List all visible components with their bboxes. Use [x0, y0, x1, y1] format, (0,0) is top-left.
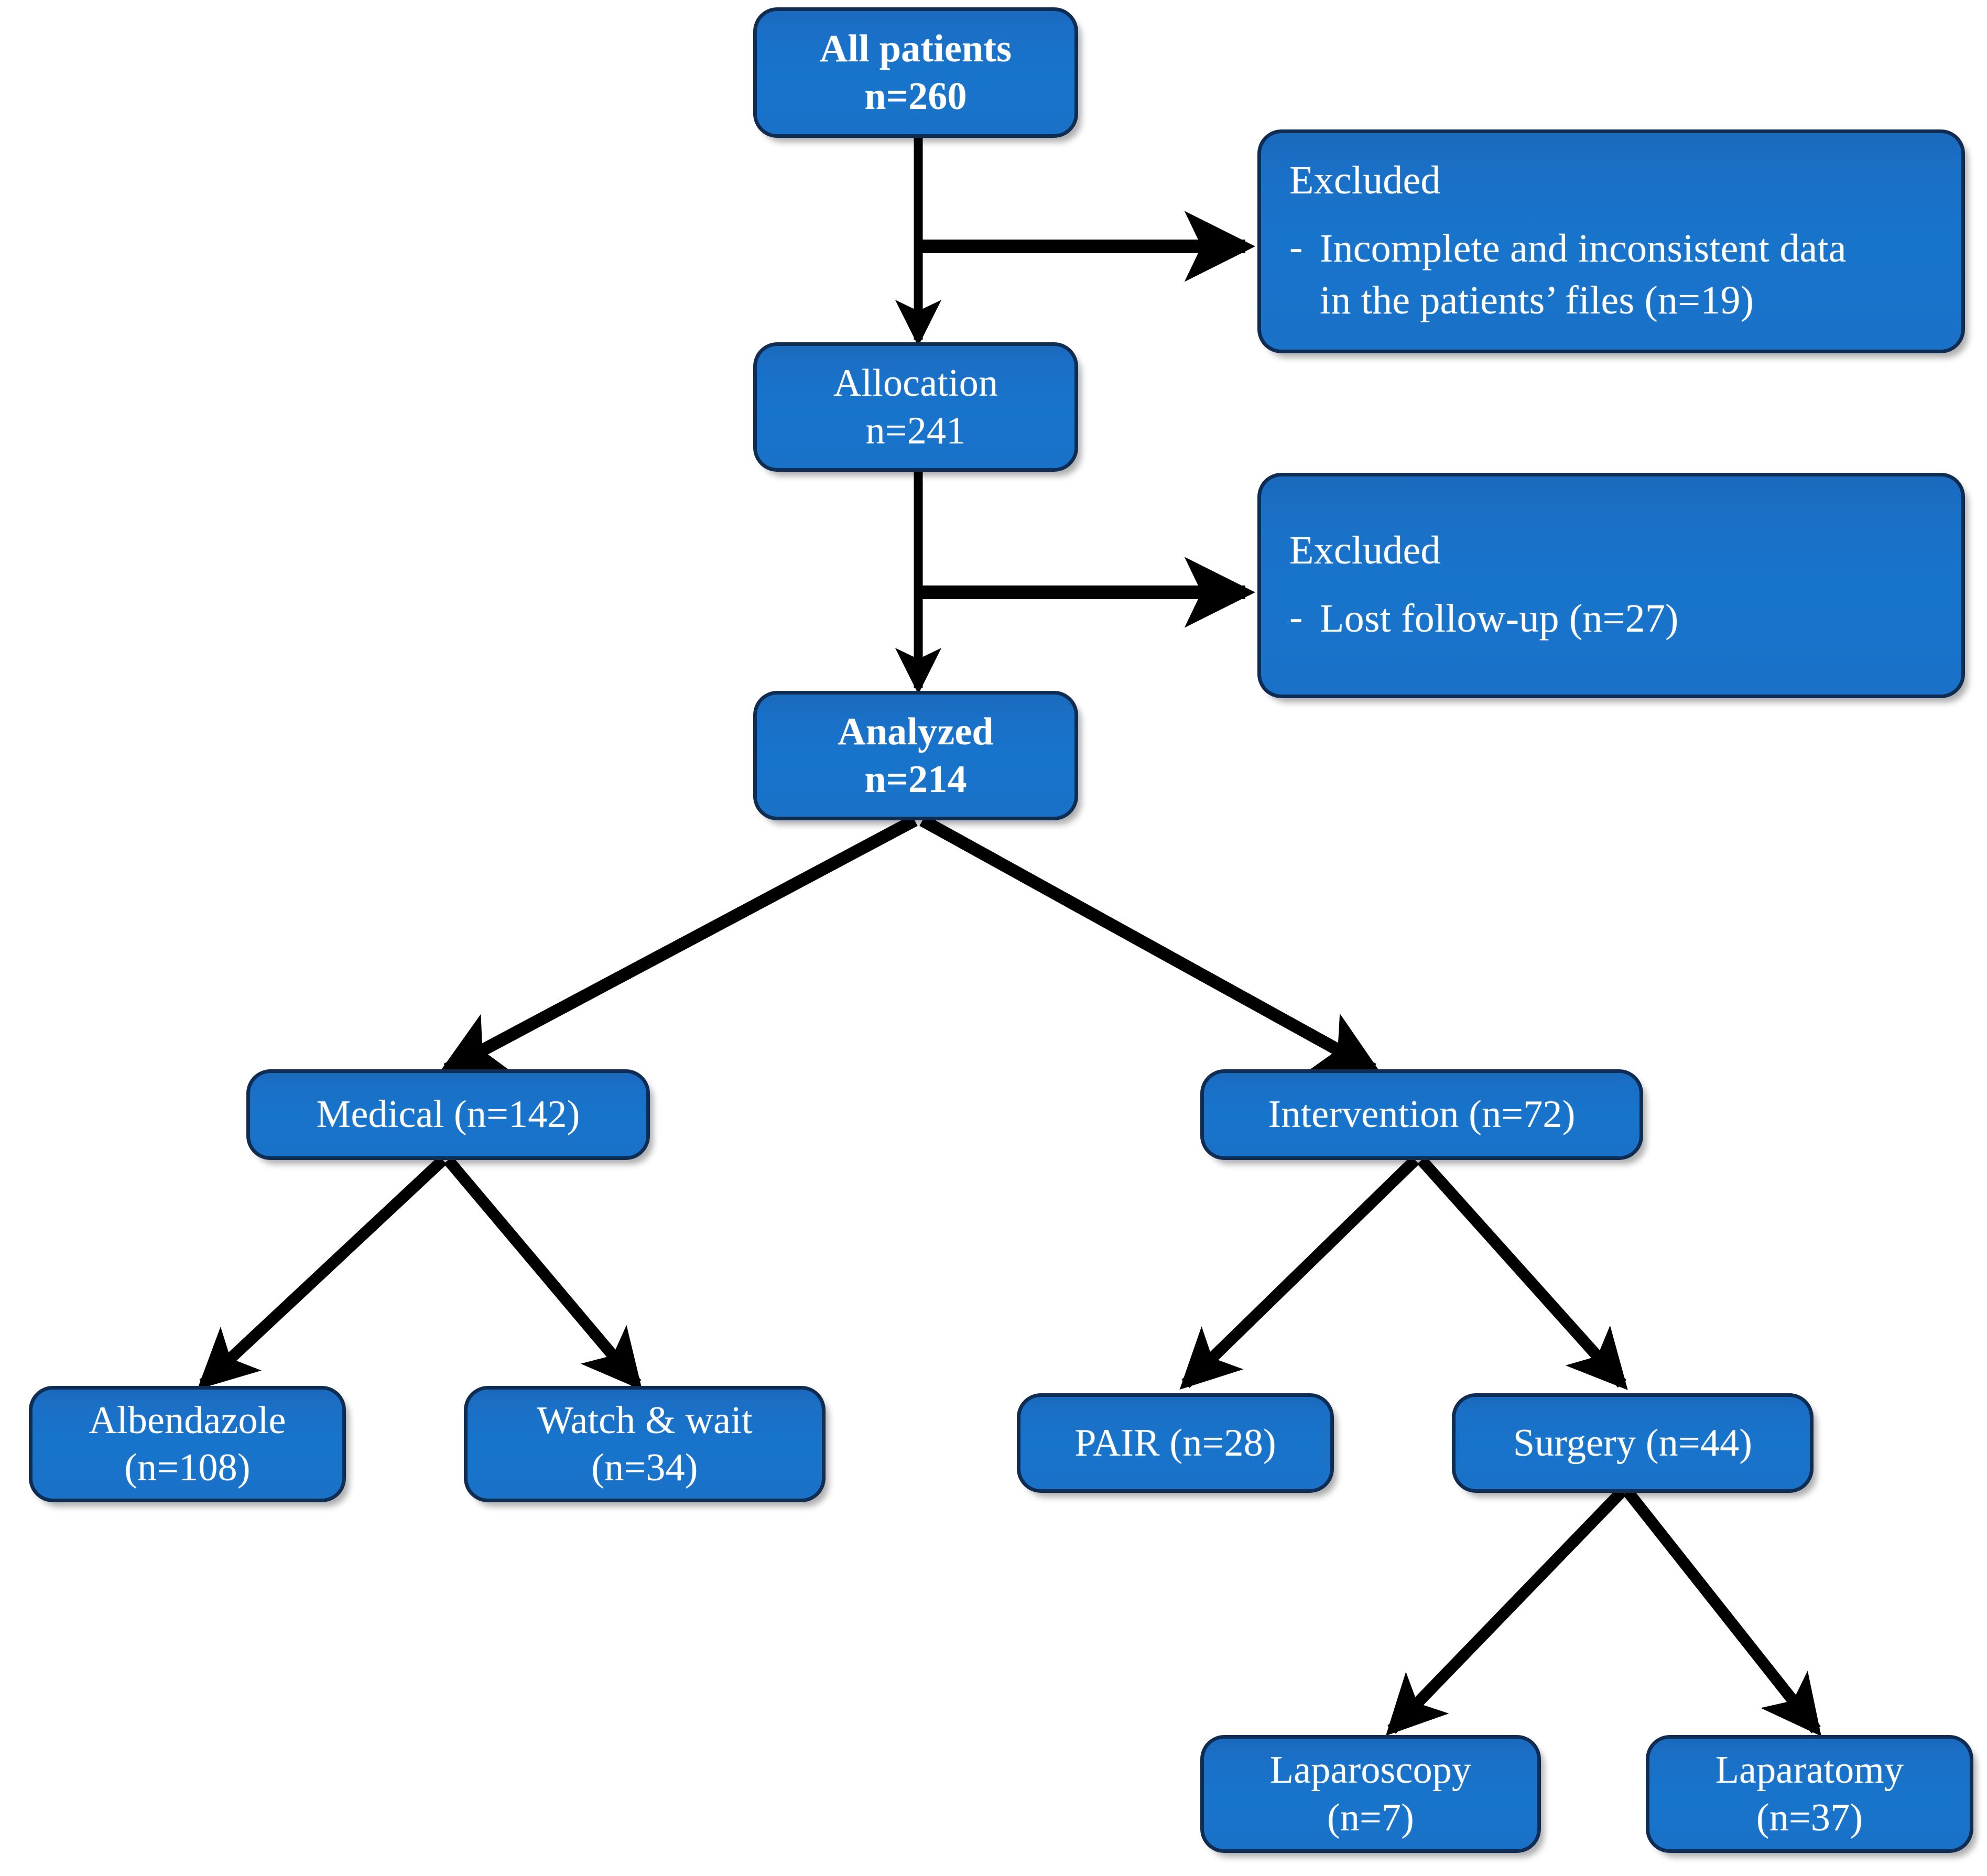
node-intervention-line1: Intervention (n=72) — [1268, 1093, 1576, 1136]
node-watch-wait[interactable]: Watch & wait (n=34) — [464, 1386, 826, 1502]
bullet-dash-icon: - — [1289, 225, 1303, 269]
edge-analyzed-to-intervention — [919, 815, 1382, 1075]
node-laparatomy-line2: (n=37) — [1756, 1796, 1863, 1839]
node-albendazole-line1: Albendazole — [89, 1398, 286, 1442]
node-laparoscopy-line1: Laparoscopy — [1269, 1749, 1472, 1792]
node-allocation[interactable]: Allocation n=241 — [753, 342, 1078, 472]
node-all-patients-line1: All patients — [819, 27, 1012, 71]
edge-medical-to-watch-wait — [443, 1156, 643, 1391]
edge-intervention-to-pair — [1179, 1156, 1419, 1390]
node-excluded-1[interactable]: Excluded - Incomplete and inconsistent d… — [1257, 129, 1965, 353]
node-excluded-1-title: Excluded — [1289, 158, 1441, 203]
node-albendazole-line2: (n=108) — [124, 1446, 251, 1489]
node-intervention[interactable]: Intervention (n=72) — [1200, 1069, 1643, 1160]
node-medical[interactable]: Medical (n=142) — [246, 1069, 650, 1160]
node-all-patients-line2: n=260 — [864, 74, 967, 118]
node-excluded-1-bullet-text: Incomplete and inconsistent data in the … — [1320, 223, 1933, 327]
node-laparoscopy-line2: (n=7) — [1327, 1796, 1415, 1839]
node-all-patients[interactable]: All patients n=260 — [753, 7, 1078, 138]
node-laparatomy[interactable]: Laparatomy (n=37) — [1646, 1735, 1973, 1853]
node-excluded-2-bullet: - Lost follow-up (n=27) — [1289, 593, 1933, 645]
edge-surgery-to-laparatomy — [1623, 1488, 1821, 1737]
node-pair-line1: PAIR (n=28) — [1074, 1421, 1276, 1465]
node-laparatomy-line1: Laparatomy — [1715, 1749, 1904, 1792]
node-allocation-line2: n=241 — [865, 409, 966, 452]
node-analyzed[interactable]: Analyzed n=214 — [753, 691, 1078, 820]
node-analyzed-line2: n=214 — [864, 757, 967, 801]
node-excluded-1-bullet-line2: in the patients’ files (n=19) — [1320, 278, 1754, 322]
node-watch-wait-line2: (n=34) — [591, 1446, 698, 1489]
node-pair[interactable]: PAIR (n=28) — [1017, 1393, 1334, 1493]
node-excluded-2-bullet-text: Lost follow-up (n=27) — [1320, 593, 1933, 645]
node-albendazole[interactable]: Albendazole (n=108) — [29, 1386, 346, 1502]
node-surgery-line1: Surgery (n=44) — [1513, 1421, 1753, 1465]
node-medical-line1: Medical (n=142) — [316, 1093, 580, 1136]
node-excluded-1-bullet: - Incomplete and inconsistent data in th… — [1289, 223, 1933, 327]
node-excluded-2-bullet-line1: Lost follow-up (n=27) — [1320, 596, 1679, 641]
node-excluded-2-title: Excluded — [1289, 528, 1441, 573]
node-analyzed-line1: Analyzed — [838, 710, 994, 754]
edge-medical-to-albendazole — [197, 1155, 447, 1390]
node-excluded-2[interactable]: Excluded - Lost follow-up (n=27) — [1257, 473, 1965, 698]
node-excluded-1-bullet-line1: Incomplete and inconsistent data — [1320, 226, 1847, 271]
node-surgery[interactable]: Surgery (n=44) — [1452, 1393, 1814, 1493]
node-watch-wait-line1: Watch & wait — [537, 1398, 753, 1442]
node-allocation-line1: Allocation — [833, 362, 998, 405]
edge-surgery-to-laparoscopy — [1385, 1487, 1626, 1736]
edge-analyzed-to-medical — [438, 815, 918, 1075]
bullet-dash-icon: - — [1289, 594, 1303, 639]
node-laparoscopy[interactable]: Laparoscopy (n=7) — [1200, 1735, 1541, 1853]
edge-intervention-to-surgery — [1417, 1156, 1628, 1390]
